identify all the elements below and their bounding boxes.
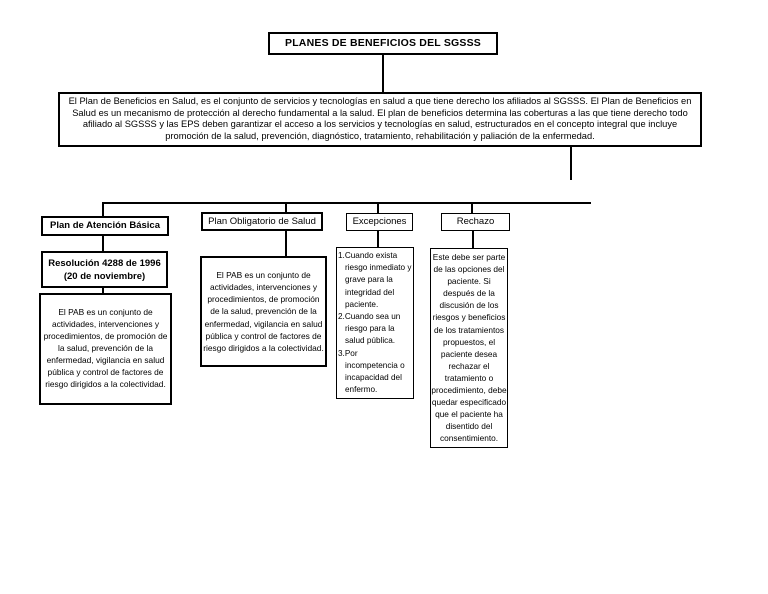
rechazo-body-text: Este debe ser parte de las opciones del … [431, 252, 507, 444]
connector-pab-to-resolution [102, 236, 104, 251]
connector-rail-to-excepciones [377, 202, 379, 214]
branch-header-excepciones: Excepciones [346, 213, 413, 231]
rechazo-body-box: Este debe ser parte de las opciones del … [430, 248, 508, 448]
connector-intro-stub [570, 146, 572, 180]
resolution-box: Resolución 4288 de 1996 (20 de noviembre… [41, 251, 168, 288]
excepcion-item-2: 2.Cuando sea un riesgo para la salud púb… [338, 312, 401, 346]
branch-header-rechazo-label: Rechazo [456, 216, 495, 228]
branch-header-pab-label: Plan de Atención Básica [50, 220, 160, 232]
branch-rail [102, 202, 591, 204]
connector-resolution-to-pab-body [102, 287, 104, 293]
pos-body-text: El PAB es un conjunto de actividades, in… [203, 270, 324, 353]
connector-title-to-intro [382, 55, 384, 92]
connector-rechazo-to-body [472, 230, 474, 248]
connector-rail-to-pab [102, 202, 104, 217]
connector-rail-to-pos [285, 202, 287, 213]
resolution-line2: (20 de noviembre) [63, 270, 146, 282]
branch-header-excepciones-label: Excepciones [352, 216, 407, 228]
excepciones-body-box: 1.Cuando exista riesgo inmediato y grave… [336, 247, 414, 400]
excepcion-item-3: 3.Por incompetencia o incapacidad del en… [338, 348, 405, 395]
connector-excepciones-to-body [377, 230, 379, 247]
branch-header-pos: Plan Obligatorio de Salud [201, 212, 323, 231]
branch-header-pos-label: Plan Obligatorio de Salud [208, 215, 316, 227]
connector-rail-to-rechazo [471, 202, 473, 214]
intro-box: El Plan de Beneficios en Salud, es el co… [58, 92, 702, 147]
diagram-title: PLANES DE BENEFICIOS DEL SGSSS [284, 36, 481, 49]
intro-text: El Plan de Beneficios en Salud, es el co… [68, 96, 692, 142]
title-box: PLANES DE BENEFICIOS DEL SGSSS [268, 32, 498, 55]
pos-body-box: El PAB es un conjunto de actividades, in… [200, 256, 327, 367]
branch-header-rechazo: Rechazo [441, 213, 510, 231]
pab-body-text: El PAB es un conjunto de actividades, in… [43, 307, 168, 389]
pab-body-box: El PAB es un conjunto de actividades, in… [39, 293, 172, 405]
resolution-line1: Resolución 4288 de 1996 [48, 257, 161, 269]
excepcion-item-1: 1.Cuando exista riesgo inmediato y grave… [338, 251, 412, 309]
branch-header-pab: Plan de Atención Básica [41, 216, 169, 236]
connector-pos-to-body [285, 230, 287, 256]
